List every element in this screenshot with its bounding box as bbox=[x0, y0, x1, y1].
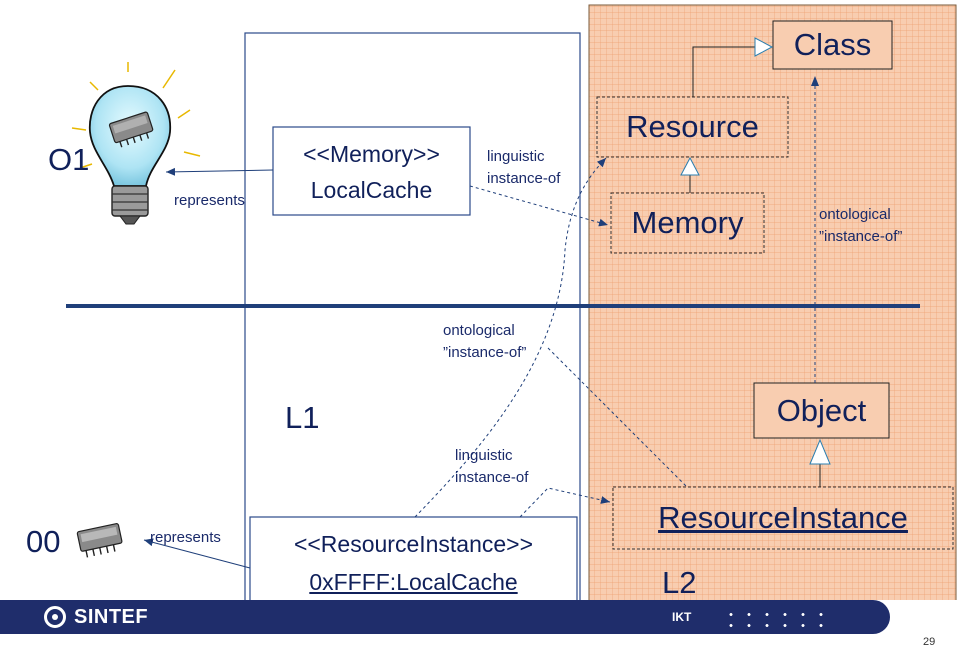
object-label: Object bbox=[776, 392, 867, 428]
linguistic-label-bottom-2: instance-of bbox=[455, 469, 529, 486]
ontological-label-mid-1: ontological bbox=[443, 322, 515, 339]
resource-instance-label: ResourceInstance bbox=[658, 500, 908, 535]
represents-arrow-bottom bbox=[143, 538, 251, 569]
represents-label-top: represents bbox=[174, 192, 245, 209]
ontological-label-mid-2: ”instance-of” bbox=[443, 344, 527, 361]
memory-stereotype: <<Memory>> bbox=[303, 141, 440, 167]
ri-object-name: 0xFFFF:LocalCache bbox=[309, 568, 518, 595]
resource-instance-box bbox=[612, 486, 954, 550]
linguistic-localcache-memory bbox=[469, 185, 609, 227]
decorative-dots bbox=[722, 609, 832, 631]
memory-instance-text: <<Memory>> LocalCache bbox=[273, 129, 470, 215]
resource-instance-object-box bbox=[249, 516, 578, 600]
unit-label: IKT bbox=[672, 610, 692, 624]
resource-instance-object-text: <<ResourceInstance>> 0xFFFF:LocalCache bbox=[250, 519, 577, 606]
object-box bbox=[753, 382, 890, 439]
resource-label: Resource bbox=[626, 109, 759, 144]
represents-arrow-top bbox=[165, 167, 274, 176]
linguistic-label-bottom-1: linguistic bbox=[455, 447, 513, 464]
memory-box bbox=[610, 192, 765, 254]
l1-frame bbox=[244, 32, 581, 600]
memory-instance-name: LocalCache bbox=[310, 177, 433, 203]
represents-label-bottom: represents bbox=[150, 529, 221, 546]
chip-icon-in-bulb bbox=[108, 111, 154, 148]
slide-footer: SINTEF IKT 29 bbox=[0, 600, 957, 648]
linguistic-label-top-2: instance-of bbox=[487, 170, 561, 187]
generalization-resource-class bbox=[692, 46, 755, 97]
generalization-head-object bbox=[809, 438, 831, 465]
generalization-head-resource bbox=[680, 156, 700, 176]
linguistic-label-top-1: linguistic bbox=[487, 148, 545, 165]
o0-label: 00 bbox=[26, 524, 61, 559]
class-box bbox=[772, 20, 893, 70]
ontological-label-right-2: ”instance-of” bbox=[819, 228, 903, 245]
o1-label: O1 bbox=[48, 142, 90, 177]
ontological-head-class bbox=[811, 76, 819, 86]
l2-label: L2 bbox=[662, 565, 697, 600]
ri-stereotype: <<ResourceInstance>> bbox=[293, 530, 534, 557]
memory-label: Memory bbox=[631, 205, 744, 240]
page-number: 29 bbox=[923, 636, 936, 648]
ontological-instance-resource bbox=[414, 157, 607, 518]
ontological-label-right-1: ontological bbox=[819, 206, 891, 223]
l2-panel bbox=[588, 4, 957, 600]
chip-icon bbox=[76, 523, 123, 558]
generalization-head-class bbox=[754, 37, 774, 57]
sintef-logo: SINTEF bbox=[44, 602, 148, 632]
sintef-logo-text: SINTEF bbox=[74, 605, 149, 628]
class-label: Class bbox=[793, 27, 872, 62]
linguistic-instance-resourceinstance bbox=[519, 487, 611, 518]
sintef-logo-icon bbox=[44, 606, 66, 628]
ontological-ri-link bbox=[547, 347, 688, 488]
metamodel-diagram bbox=[66, 4, 957, 600]
memory-instance-box bbox=[272, 126, 471, 216]
l1-label: L1 bbox=[285, 400, 320, 435]
